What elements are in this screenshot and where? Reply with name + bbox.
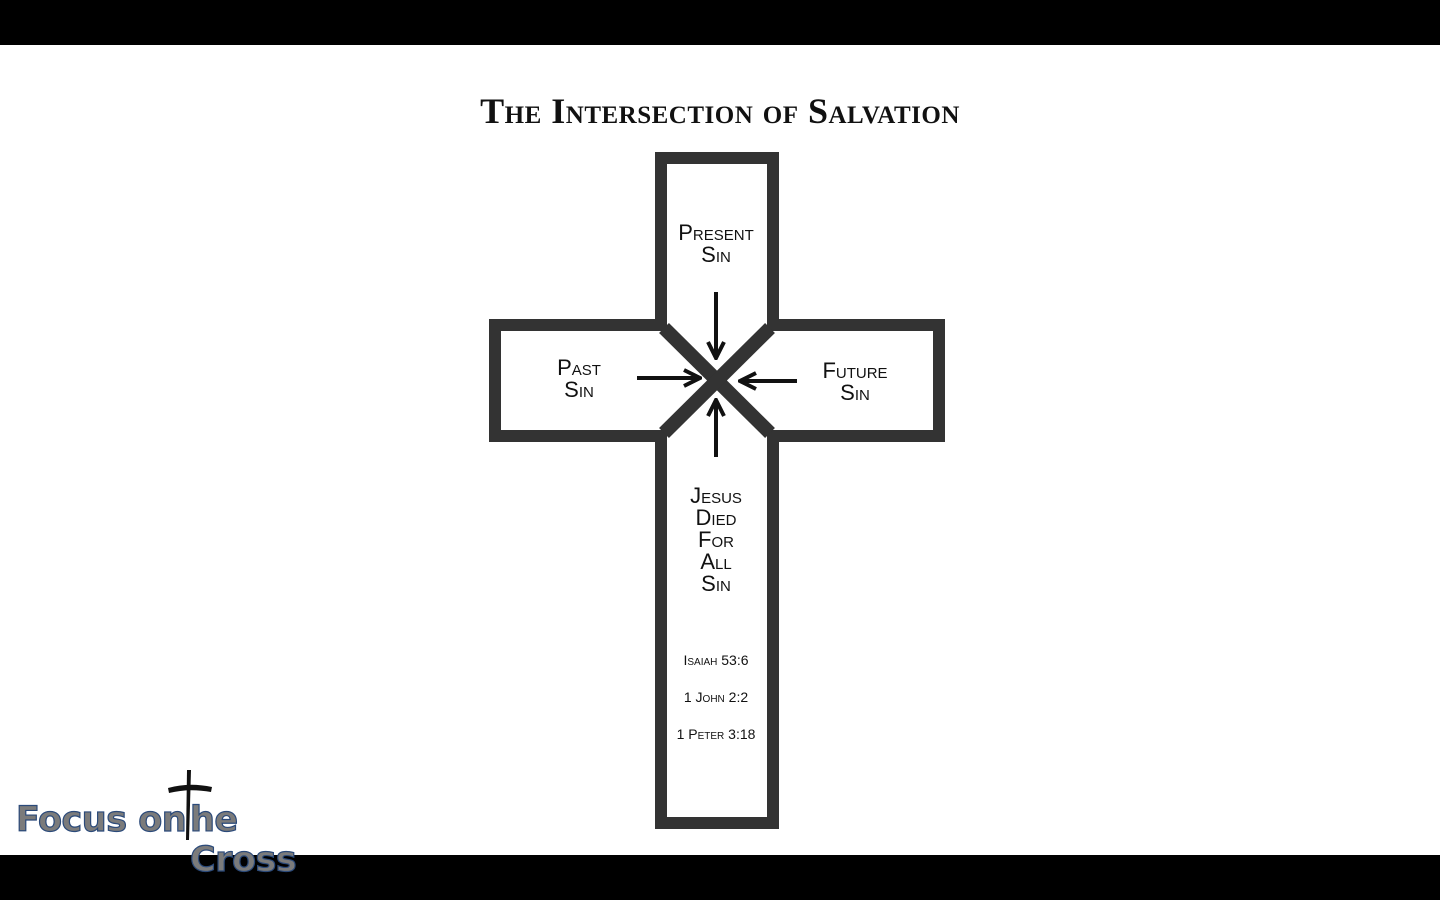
label-line: Died: [695, 505, 737, 530]
label-line: Sin: [840, 380, 870, 405]
label-jesus-died: Jesus Died For All Sin: [656, 485, 776, 595]
label-line: All: [700, 549, 732, 574]
reference-1john: 1 John 2:2: [683, 689, 749, 705]
label-line: Future: [822, 358, 888, 383]
focus-on-the-cross-logo: Focus on he Cross: [14, 760, 354, 881]
cross-logo-icon: [168, 770, 212, 840]
label-line: For: [698, 527, 734, 552]
logo-text-part1: Focus on: [15, 799, 187, 840]
reference-isaiah: Isaiah 53:6: [683, 652, 749, 668]
label-past-sin: Past Sin: [519, 357, 639, 401]
cross-outline: [489, 152, 945, 829]
diagram-title: The Intersection of Salvation: [480, 91, 960, 131]
label-line: Past: [557, 355, 601, 380]
label-line: Sin: [701, 242, 731, 267]
reference-1peter: 1 Peter 3:18: [676, 726, 756, 742]
label-line: Sin: [564, 377, 594, 402]
label-line: Sin: [701, 571, 731, 596]
label-line: Jesus: [690, 483, 742, 508]
label-present-sin: Present Sin: [656, 222, 776, 266]
label-line: Present: [678, 220, 754, 245]
logo-text-part2: he Cross: [189, 799, 297, 880]
label-future-sin: Future Sin: [795, 360, 915, 404]
